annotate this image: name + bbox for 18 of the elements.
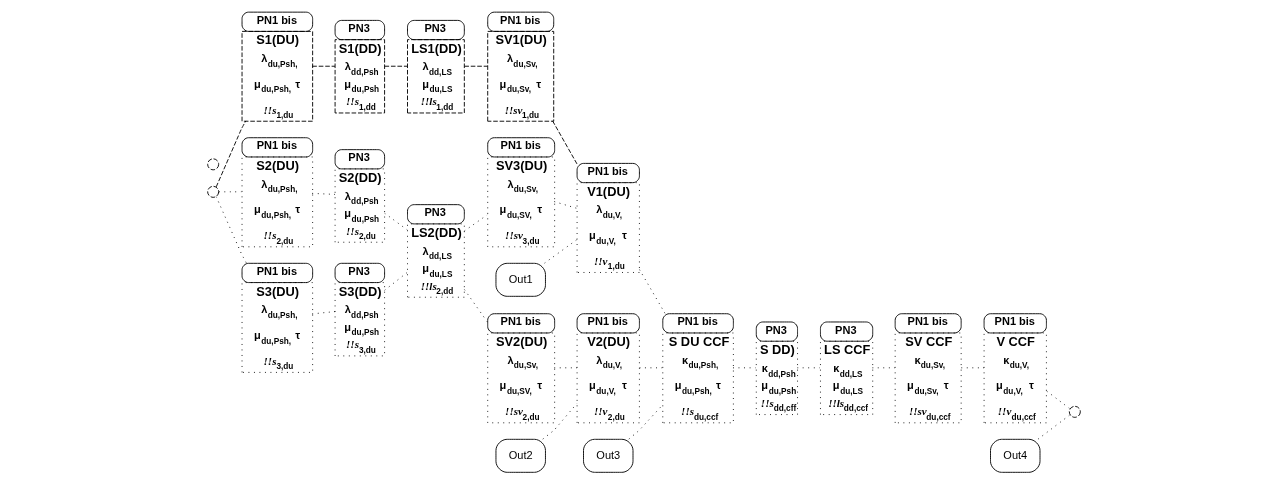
connector (384, 212, 408, 231)
connector (215, 196, 247, 264)
node-circle (207, 158, 220, 171)
connector (215, 120, 247, 188)
node-box: Out4 (990, 438, 1041, 473)
connector (464, 214, 488, 232)
connector (552, 120, 578, 165)
connector (1037, 414, 1071, 440)
node-box: Out3 (583, 438, 634, 473)
node-circle (1068, 405, 1081, 418)
node-box: Out2 (495, 438, 546, 473)
node-circle (207, 185, 220, 198)
connector (464, 289, 488, 323)
connector (311, 65, 336, 67)
node-box: Out1 (495, 262, 546, 297)
connector (639, 269, 666, 314)
connector (384, 65, 408, 67)
connector (464, 65, 489, 67)
